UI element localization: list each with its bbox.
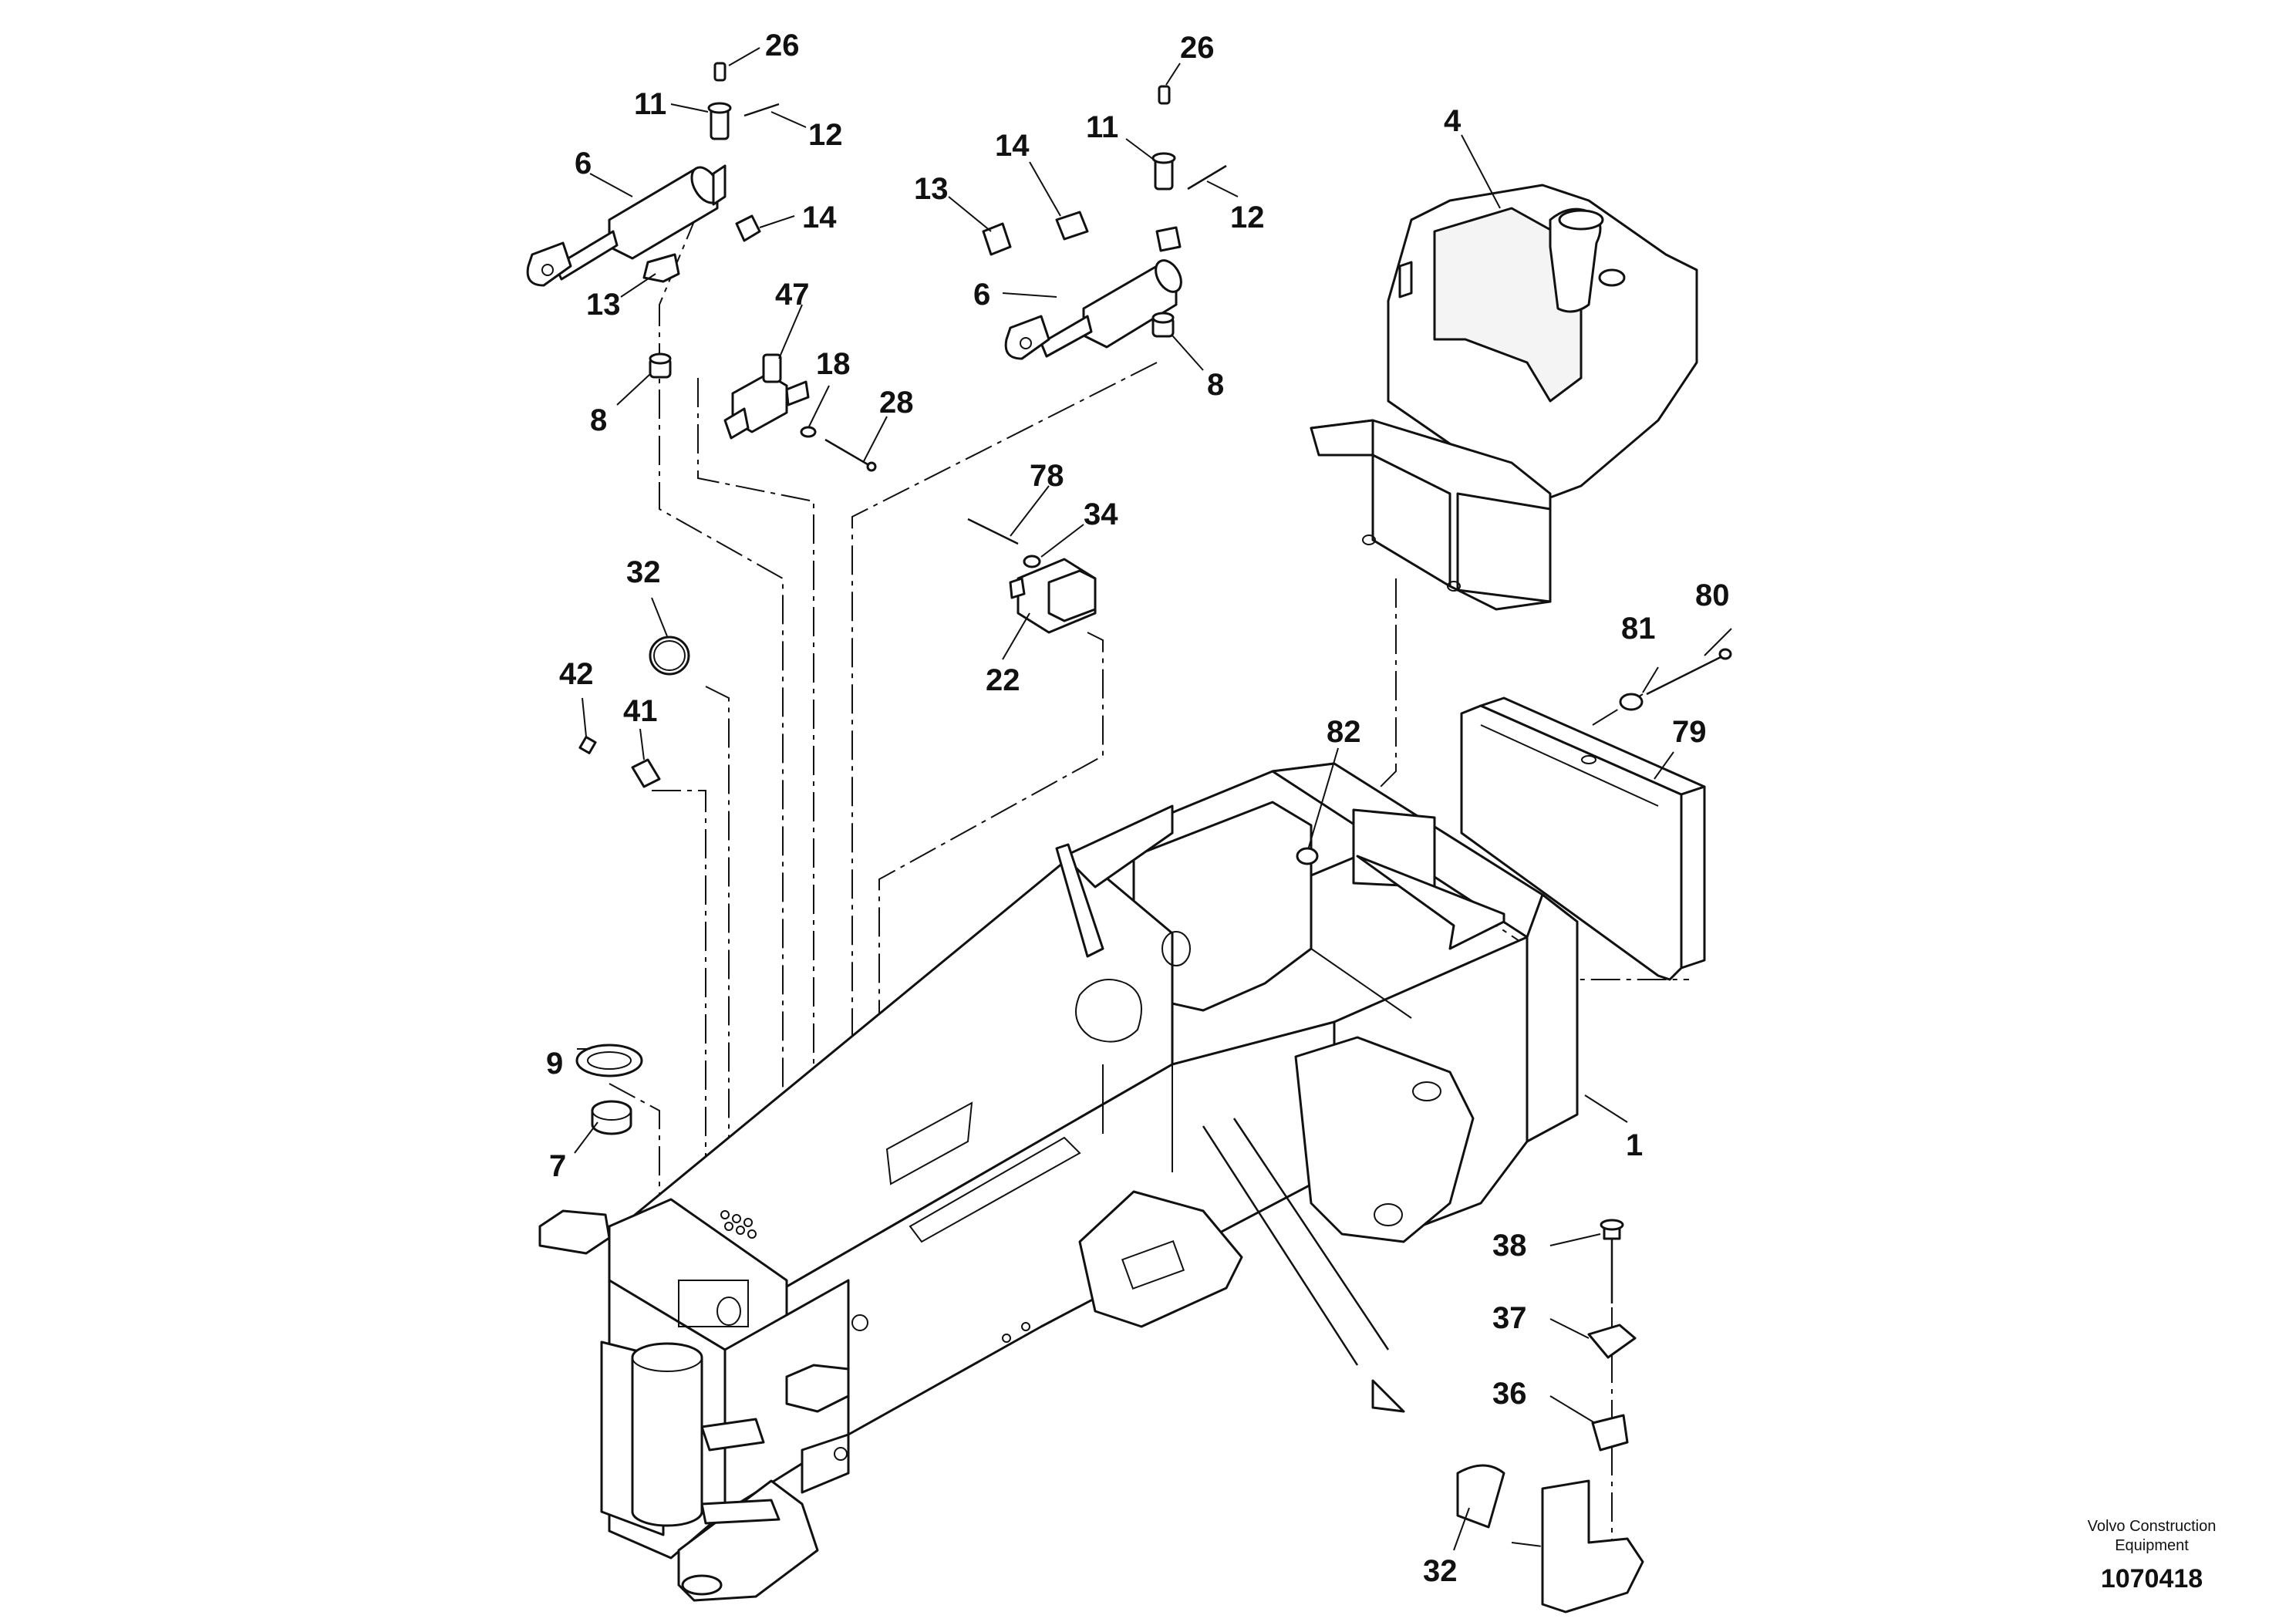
callout-9: 9 [546, 1047, 563, 1081]
callout-14-right: 14 [995, 129, 1030, 163]
callout-32-bottom: 32 [1423, 1554, 1458, 1588]
callout-38: 38 [1492, 1229, 1527, 1263]
callout-11-right: 11 [1086, 110, 1118, 144]
callout-14-left: 14 [802, 201, 837, 234]
callout-11-left: 11 [634, 87, 666, 121]
callout-8-left: 8 [590, 403, 607, 437]
callout-36: 36 [1492, 1377, 1527, 1411]
valve-group [723, 353, 877, 472]
callout-42: 42 [559, 657, 594, 691]
callout-12-left: 12 [808, 118, 843, 152]
callout-47: 47 [775, 278, 810, 312]
callout-18: 18 [816, 347, 851, 381]
callout-8-right: 8 [1207, 368, 1224, 402]
right-cylinder-group [982, 85, 1227, 360]
callout-78: 78 [1030, 459, 1064, 493]
detail-view [1202, 1118, 1644, 1614]
document-number: 1070418 [2101, 1564, 2203, 1593]
callout-22: 22 [986, 663, 1020, 697]
callout-28: 28 [879, 386, 914, 420]
leader-lines [574, 47, 1732, 1551]
callout-79: 79 [1672, 715, 1707, 749]
counterweight [1460, 696, 1706, 981]
callout-26-left: 26 [765, 29, 800, 62]
credit-line-2: Equipment [2115, 1537, 2189, 1554]
left-cylinder-group [526, 62, 780, 379]
callout-6-left: 6 [575, 147, 592, 180]
callout-37: 37 [1492, 1301, 1527, 1335]
credit-line-1: Volvo Construction [2088, 1518, 2217, 1535]
callout-82: 82 [1327, 715, 1361, 749]
callout-13-right: 13 [914, 172, 949, 206]
callout-32-top: 32 [626, 555, 661, 589]
callout-4: 4 [1444, 104, 1462, 138]
valve-block-group [967, 518, 1097, 634]
callout-7: 7 [549, 1149, 566, 1183]
callout-81: 81 [1621, 612, 1656, 646]
callout-34: 34 [1084, 497, 1118, 531]
title-block: Volvo Construction Equipment 1070418 [2088, 1518, 2217, 1593]
rings-and-bolts [575, 636, 690, 1135]
callout-80: 80 [1695, 578, 1730, 612]
callout-41: 41 [623, 694, 658, 728]
callout-13-left: 13 [586, 288, 621, 322]
main-frame [538, 762, 1579, 1602]
callout-6-right: 6 [973, 278, 990, 312]
callout-26-right: 26 [1180, 31, 1215, 65]
callout-12-right: 12 [1230, 201, 1265, 234]
callout-1: 1 [1626, 1128, 1643, 1162]
callout-labels: 26 11 12 6 14 13 8 47 18 28 26 11 12 14 … [546, 29, 1730, 1588]
fuel-tank [1310, 184, 1698, 611]
